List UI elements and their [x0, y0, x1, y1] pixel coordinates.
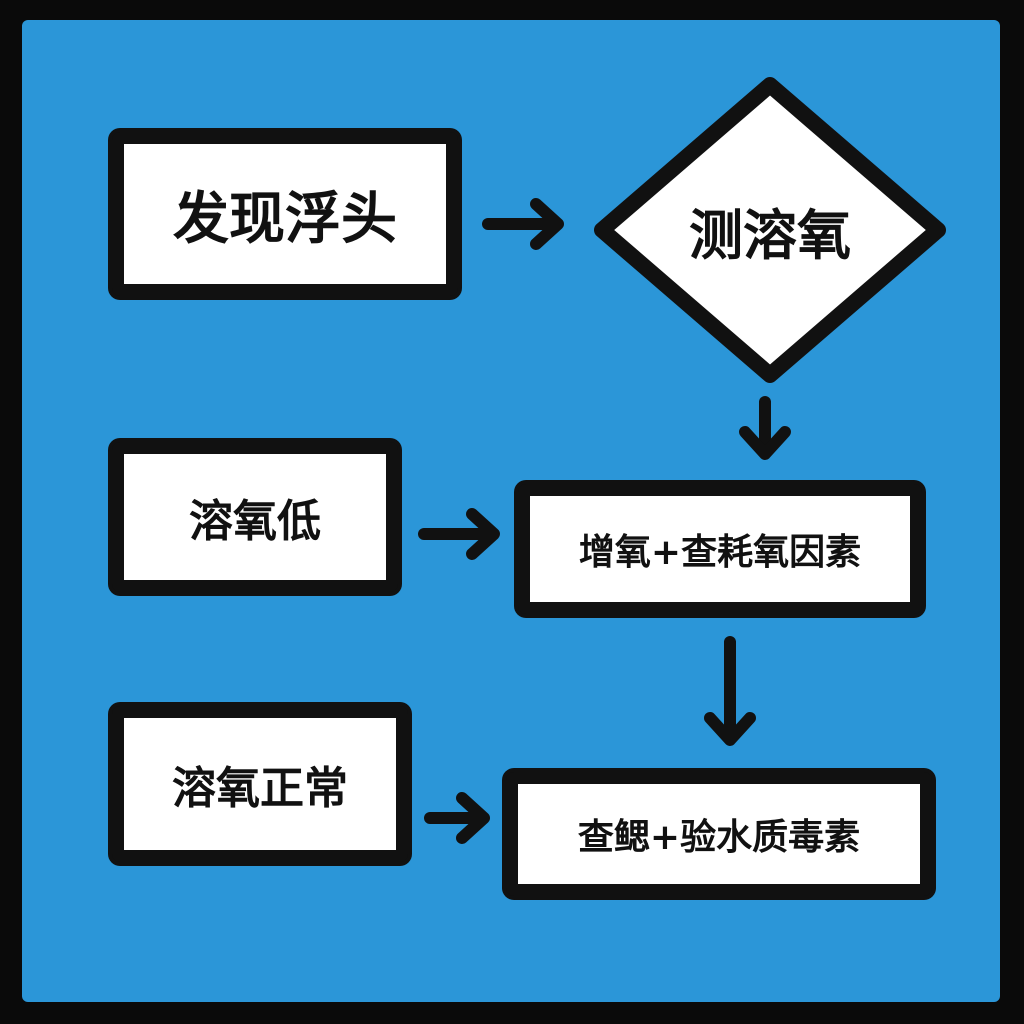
arrow-measure-to-aerate	[739, 396, 791, 460]
arrow-aerate-to-check-gills	[704, 636, 756, 746]
arrow-do-low-to-aerate	[418, 508, 500, 560]
arrow-do-normal-to-check-gills	[424, 792, 490, 844]
node-find-floating-head: 发现浮头	[112, 132, 458, 296]
arrow-floating-head-to-measure	[482, 198, 564, 250]
node-measure-do: 测溶氧	[689, 203, 851, 267]
node-check-gills: 查鳃+验水质毒素	[506, 772, 932, 896]
node-do-normal: 溶氧正常	[112, 706, 408, 862]
node-do-low: 溶氧低	[112, 442, 398, 592]
node-aerate-check: 增氧+查耗氧因素	[518, 484, 922, 614]
